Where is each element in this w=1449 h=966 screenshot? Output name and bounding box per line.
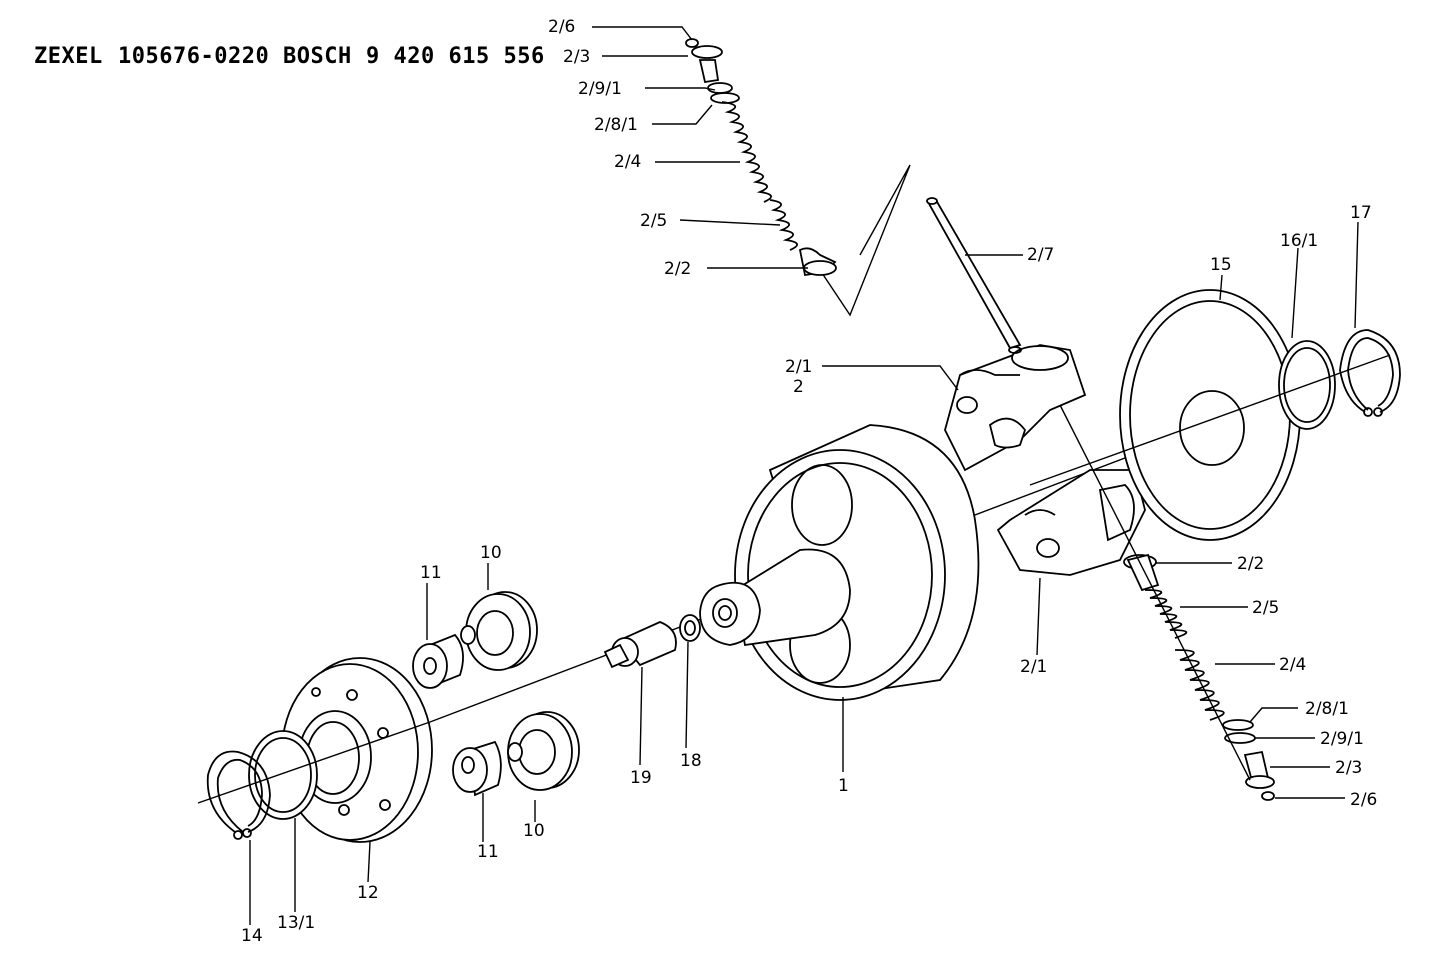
label-2-8-1-right: 2/8/1	[1305, 699, 1349, 719]
part-labels: 2/6 2/3 2/9/1 2/8/1 2/4 2/5 2/2 2/7 2/1 …	[241, 17, 1377, 946]
label-2-1-bottom: 2/1	[1020, 657, 1047, 677]
part-18-ring	[679, 614, 701, 642]
label-10-top: 10	[480, 543, 502, 563]
label-2-7: 2/7	[1027, 245, 1054, 265]
label-12: 12	[357, 883, 379, 903]
part-2-7-rod	[926, 197, 1022, 350]
part-12-flange	[281, 657, 433, 843]
brand-zexel: ZEXEL	[34, 44, 103, 69]
brand-bosch: BOSCH	[283, 44, 352, 69]
label-2-4-right: 2/4	[1279, 655, 1306, 675]
part-10-roller-bottom	[507, 711, 580, 791]
part-13-1-ring	[248, 730, 318, 820]
spring-assembly-right	[1123, 553, 1275, 801]
spring-assembly-top	[685, 38, 837, 277]
label-2-6-right: 2/6	[1350, 790, 1377, 810]
part-19-sleeve	[603, 621, 677, 669]
label-11-bottom: 11	[477, 842, 499, 862]
label-13-1: 13/1	[277, 913, 315, 933]
label-2-3-right: 2/3	[1335, 758, 1362, 778]
label-2-2-right: 2/2	[1237, 554, 1264, 574]
label-2-6-top: 2/6	[548, 17, 575, 37]
part-15-disc	[1119, 289, 1301, 541]
label-2-1-top: 2/1	[785, 357, 812, 377]
part-2-1-block-bottom	[996, 469, 1146, 576]
label-11-top: 11	[420, 563, 442, 583]
label-16-1: 16/1	[1280, 231, 1318, 251]
leader-lines	[249, 26, 1359, 925]
label-2-9-1-right: 2/9/1	[1320, 729, 1364, 749]
label-2: 2	[793, 377, 804, 397]
label-2-5-right: 2/5	[1252, 598, 1279, 618]
part-14-circlip	[206, 750, 271, 840]
label-19: 19	[630, 768, 652, 788]
part-2-1-block-top	[944, 344, 1087, 472]
label-2-3-top: 2/3	[563, 47, 590, 67]
part-11-pin-top	[412, 633, 464, 689]
label-18: 18	[680, 751, 702, 771]
label-2-8-1-top: 2/8/1	[594, 115, 638, 135]
part-1-housing	[699, 424, 980, 701]
part-17-circlip	[1339, 329, 1401, 417]
zexel-part-number: 105676-0220	[118, 44, 270, 69]
label-17: 17	[1350, 203, 1372, 223]
part-11-pin-bottom	[452, 740, 502, 797]
label-2-5-top: 2/5	[640, 211, 667, 231]
label-2-2-top: 2/2	[664, 259, 691, 279]
zigzag-link-line	[809, 164, 911, 317]
label-15: 15	[1210, 255, 1232, 275]
label-2-4-top: 2/4	[614, 152, 641, 172]
part-10-roller-top	[460, 591, 538, 671]
bosch-part-number: 9 420 615 556	[366, 44, 545, 69]
label-10-bottom: 10	[523, 821, 545, 841]
label-1: 1	[838, 776, 849, 796]
label-2-9-1-top: 2/9/1	[578, 79, 622, 99]
label-14: 14	[241, 926, 263, 946]
